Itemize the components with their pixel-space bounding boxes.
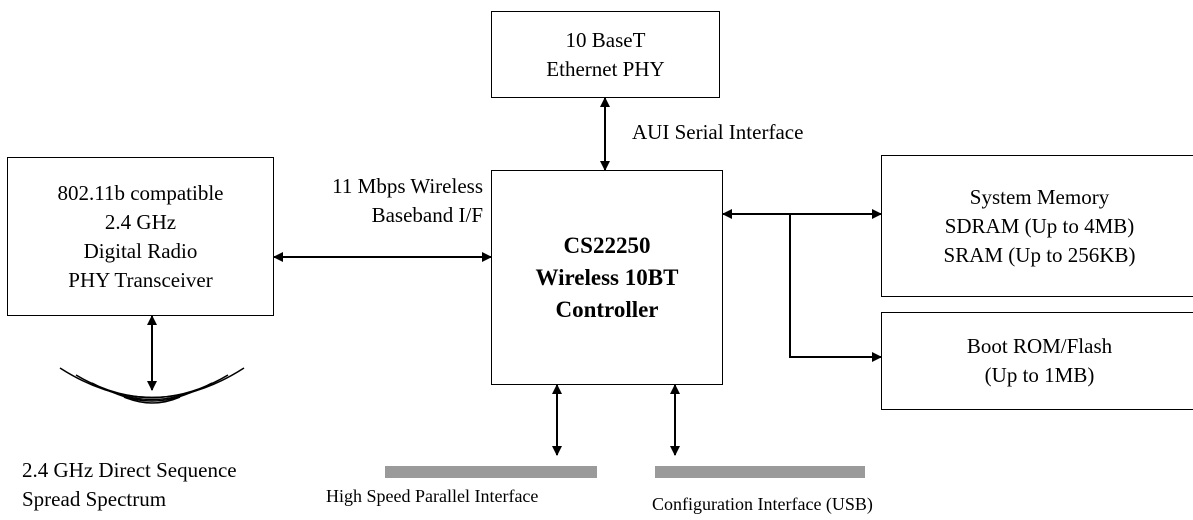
ethernet-phy-line1: 10 BaseT	[565, 27, 646, 52]
controller-line1: CS22250	[563, 232, 651, 258]
ethernet-phy-line2: Ethernet PHY	[546, 56, 665, 81]
aui-interface-label: AUI Serial Interface	[632, 120, 804, 144]
memory-line2: SDRAM (Up to 4MB)	[944, 213, 1135, 238]
boot-rom-line2: (Up to 1MB)	[984, 363, 1095, 387]
ethernet-phy-box: 10 BaseT Ethernet PHY	[491, 11, 720, 98]
boot-rom-line1: Boot ROM/Flash	[966, 334, 1113, 358]
spread-spectrum-line2: Spread Spectrum	[22, 487, 167, 511]
controller-box: CS22250 Wireless 10BT Controller	[491, 170, 723, 385]
baseband-label: 11 Mbps Wireless Baseband I/F	[280, 172, 483, 230]
memory-line1: System Memory	[969, 184, 1110, 209]
memory-line3: SRAM (Up to 256KB)	[943, 242, 1136, 267]
radio-waves-icon	[59, 367, 245, 404]
spread-spectrum-line1: 2.4 GHz Direct Sequence	[22, 458, 237, 482]
parallel-interface-label: High Speed Parallel Interface	[326, 486, 539, 506]
baseband-label-line2: Baseband I/F	[371, 203, 483, 227]
parallel-interface-bar	[385, 466, 597, 478]
controller-line3: Controller	[555, 296, 659, 322]
config-interface-bar	[655, 466, 865, 478]
radio-transceiver-box: 802.11b compatible 2.4 GHz Digital Radio…	[7, 157, 274, 316]
system-memory-box: System Memory SDRAM (Up to 4MB) SRAM (Up…	[881, 155, 1193, 297]
radio-line1: 802.11b compatible	[57, 180, 224, 205]
spread-spectrum-label: 2.4 GHz Direct Sequence Spread Spectrum	[22, 456, 237, 514]
radio-line4: PHY Transceiver	[68, 267, 213, 292]
radio-line2: 2.4 GHz	[104, 209, 177, 234]
config-interface-label: Configuration Interface (USB)	[652, 494, 873, 514]
radio-line3: Digital Radio	[83, 238, 198, 263]
boot-rom-branch	[789, 214, 882, 362]
baseband-label-line1: 11 Mbps Wireless	[332, 174, 483, 198]
controller-line2: Wireless 10BT	[535, 264, 679, 290]
boot-rom-box: Boot ROM/Flash (Up to 1MB)	[881, 312, 1193, 410]
